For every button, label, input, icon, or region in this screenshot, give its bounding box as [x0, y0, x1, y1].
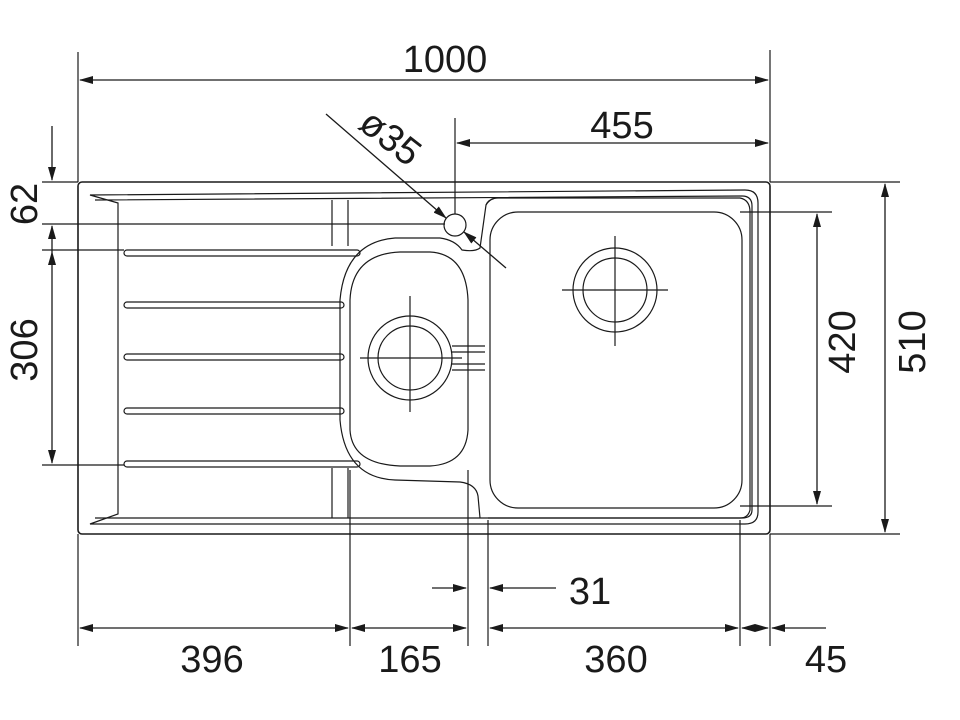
label-top-margin: 62 — [4, 183, 46, 225]
sink-body — [77, 181, 771, 535]
tap-hole-circle — [443, 213, 467, 237]
small-bowl-inner — [349, 251, 469, 467]
tap-hole — [443, 213, 467, 237]
main-bowl-outline — [489, 211, 743, 509]
sink-inner-rim — [89, 189, 759, 525]
label-right-margin: 45 — [805, 639, 847, 681]
dim-leader-waste-diameter — [325, 113, 447, 219]
label-overall-depth: 510 — [892, 310, 934, 373]
dimension-lines — [42, 50, 900, 646]
sink-outer-outline — [77, 181, 771, 535]
drainer-area — [123, 200, 361, 518]
label-small-bowl-width: 165 — [378, 639, 441, 681]
drainer-rib — [123, 353, 345, 361]
label-waste-diameter: ø35 — [351, 101, 428, 174]
label-drainer-height: 306 — [4, 318, 46, 381]
label-bowl-height: 420 — [822, 310, 864, 373]
drainer-rib — [123, 460, 361, 468]
drainer-rib — [123, 249, 361, 257]
label-gap: 31 — [569, 571, 611, 613]
main-bowl — [485, 197, 751, 519]
drainer-rib — [123, 407, 345, 415]
sink-inner-rim-2 — [94, 195, 753, 519]
label-bowl-right-width: 455 — [590, 105, 653, 147]
label-overall-width: 1000 — [403, 39, 488, 81]
dimension-labels: 1000 455 ø35 62 306 420 510 31 396 165 3… — [4, 39, 934, 681]
main-bowl-rim — [485, 197, 751, 519]
dim-leader-waste-diameter-2 — [463, 231, 507, 269]
drainer-rib — [123, 301, 345, 309]
small-bowl — [339, 197, 496, 519]
label-drainer-width: 396 — [180, 639, 243, 681]
label-main-bowl-width: 360 — [584, 639, 647, 681]
